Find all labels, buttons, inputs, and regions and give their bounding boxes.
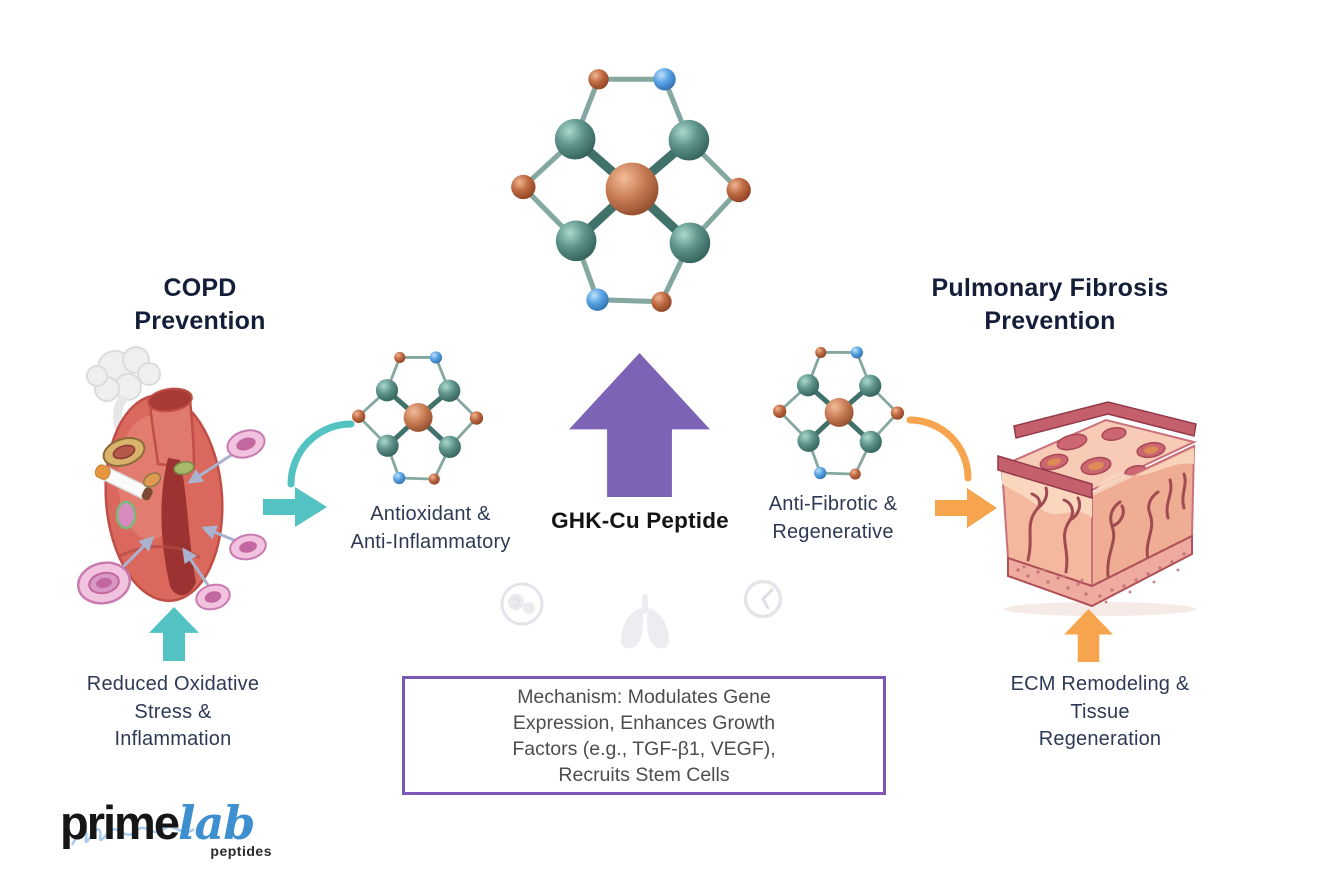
heading-line: Prevention — [134, 306, 266, 335]
label-line: Tissue — [1070, 700, 1130, 723]
copd-prevention-heading: COPD Prevention — [60, 272, 340, 337]
lung-tissue-block-illustration — [997, 401, 1197, 616]
logo-peptides-text: peptides — [210, 843, 272, 859]
primelab-logo: primelab peptides — [60, 795, 280, 865]
label-line: Inflammation — [114, 728, 232, 751]
mechanism-box: Mechanism: Modulates Gene Expression, En… — [402, 676, 886, 795]
label-line: Anti-Inflammatory — [350, 530, 511, 553]
label-line: Antioxidant & — [370, 503, 491, 525]
label-line: Regeneration — [1038, 728, 1162, 751]
orange-curve-arrow — [906, 416, 997, 528]
reduced-oxidative-label: Reduced Oxidative Stress & Inflammation — [48, 671, 298, 754]
heading-line: Prevention — [984, 306, 1116, 335]
teal-curve-arrow — [263, 420, 355, 527]
mechanism-line: Expression, Enhances Growth — [512, 711, 776, 734]
label-line: Regenerative — [772, 520, 894, 543]
ghk-cu-peptide-label: GHK-Cu Peptide — [551, 508, 729, 533]
antifibrotic-label: Anti-Fibrotic & Regenerative — [733, 491, 933, 546]
heading-line: COPD — [163, 274, 237, 302]
lungs-icon — [621, 594, 669, 649]
ghk-cu-molecule-icon-small-right — [771, 343, 905, 483]
mechanism-line: Recruits Stem Cells — [558, 763, 730, 786]
purple-up-arrow — [569, 353, 710, 497]
damaged-airway-smoking-illustration — [76, 346, 267, 611]
clock-icon — [743, 579, 783, 619]
pulmonary-fibrosis-heading: Pulmonary Fibrosis Prevention — [900, 272, 1200, 337]
label-line: Anti-Fibrotic & — [768, 493, 898, 515]
label-line: Stress & — [134, 700, 212, 723]
mechanism-line: Factors (e.g., TGF-β1, VEGF), — [512, 737, 776, 760]
ghk-cu-molecule-icon — [508, 62, 752, 318]
heading-line: Pulmonary Fibrosis — [931, 274, 1169, 302]
logo-script-watermark — [70, 825, 195, 846]
ecm-remodeling-label: ECM Remodeling & Tissue Regeneration — [975, 671, 1225, 754]
logo-lab-text: lab — [178, 796, 255, 850]
logo-prime-text: prime — [60, 796, 180, 849]
label-line: Reduced Oxidative — [86, 673, 260, 695]
antioxidant-label: Antioxidant & Anti-Inflammatory — [328, 501, 533, 556]
cells-icon — [500, 582, 544, 626]
mechanism-line: Mechanism: Modulates Gene — [517, 685, 771, 708]
ghk-cu-molecule-icon-small-left — [350, 348, 484, 488]
label-line: ECM Remodeling & — [1010, 673, 1190, 695]
